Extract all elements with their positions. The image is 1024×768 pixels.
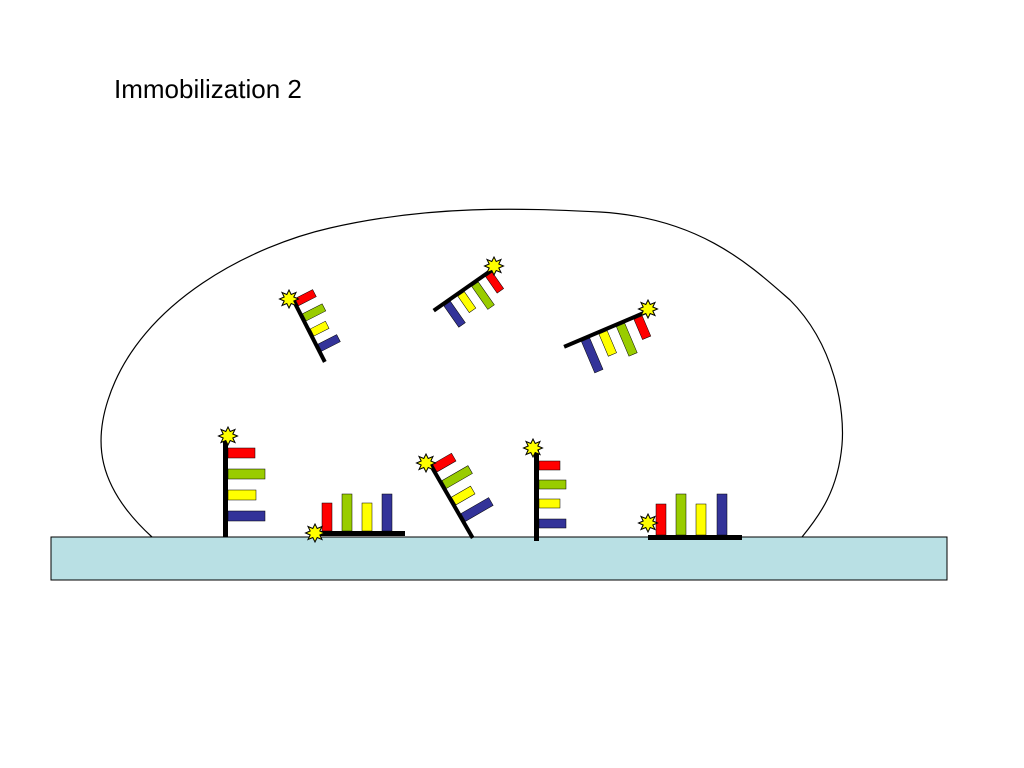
fluorophore-label-icon bbox=[279, 289, 299, 309]
droplet-outline bbox=[100, 208, 844, 538]
immobilized-probe-flat-1 bbox=[314, 493, 405, 536]
immobilized-probe-tilted-1 bbox=[426, 452, 494, 539]
slide-title: Immobilization 2 bbox=[114, 74, 302, 104]
free-probe-3 bbox=[563, 309, 652, 374]
free-probe-2 bbox=[432, 266, 505, 328]
fluorophore-label-icon bbox=[305, 523, 325, 543]
fluorophore-label-icon bbox=[638, 513, 658, 533]
fluorophore-label-icon bbox=[638, 299, 658, 319]
free-probe-1 bbox=[289, 289, 341, 363]
immobilized-probe-upright-1 bbox=[223, 436, 266, 537]
fluorophore-label-icon bbox=[523, 438, 543, 458]
immobilized-probe-flat-2 bbox=[648, 493, 742, 540]
fluorophore-label-icon bbox=[218, 426, 238, 446]
fluorophore-label-icon bbox=[484, 256, 504, 276]
fluorophore-label-icon bbox=[416, 453, 436, 473]
substrate-surface bbox=[50, 536, 948, 581]
immobilized-probe-upright-2 bbox=[534, 447, 567, 541]
